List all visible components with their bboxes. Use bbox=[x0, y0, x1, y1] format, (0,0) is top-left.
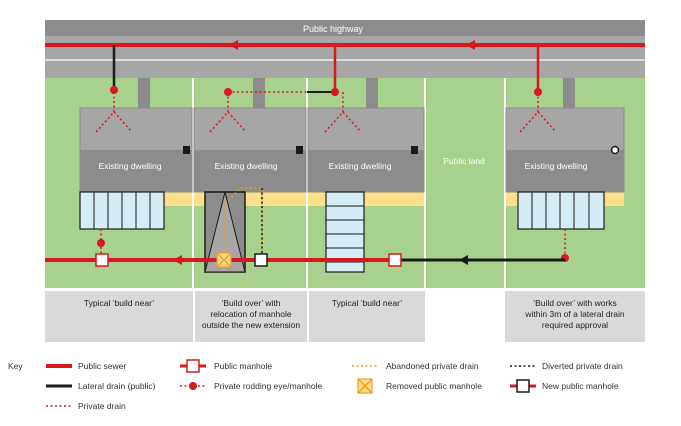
caption-3-line: Typical ‘build near’ bbox=[332, 298, 402, 308]
left-arrow-icon bbox=[229, 40, 238, 50]
caption-box-2 bbox=[195, 291, 307, 342]
manhole-icon bbox=[95, 253, 109, 267]
key-lateral-drain: Lateral drain (public) bbox=[78, 381, 156, 391]
key-rodding-eye: Private rodding eye/manhole bbox=[214, 381, 322, 391]
key-new-manhole: New public manhole bbox=[542, 381, 619, 391]
caption-box-4 bbox=[505, 291, 645, 342]
left-arrow-icon bbox=[459, 255, 468, 265]
caption-2-line: outside the new extension bbox=[202, 320, 301, 330]
rodding-eye-icon bbox=[110, 86, 118, 94]
key-public-manhole: Public manhole bbox=[214, 361, 272, 371]
left-arrow-icon bbox=[466, 40, 475, 50]
removed-manhole-icon bbox=[357, 378, 373, 394]
chimney bbox=[366, 78, 378, 108]
key-public-sewer: Public sewer bbox=[78, 361, 126, 371]
new-manhole-icon bbox=[254, 253, 268, 267]
manhole-icon bbox=[186, 359, 200, 373]
rodding-eye-icon bbox=[189, 382, 197, 390]
extension-1 bbox=[79, 191, 165, 230]
left-arrow-icon bbox=[173, 255, 182, 265]
caption-2-line: ‘Build over’ with bbox=[221, 298, 280, 308]
chimney bbox=[138, 78, 150, 108]
dwelling-3: Existing dwelling bbox=[307, 107, 425, 193]
highway-strip bbox=[45, 20, 645, 36]
dwelling-2: Existing dwelling bbox=[193, 107, 307, 193]
key-diverted-drain: Diverted private drain bbox=[542, 361, 623, 371]
dwelling-1: Existing dwelling bbox=[79, 107, 193, 193]
removed-manhole-icon bbox=[216, 252, 232, 268]
dwelling-label: Existing dwelling bbox=[215, 161, 278, 171]
dwelling-label: Existing dwelling bbox=[525, 161, 588, 171]
caption-box-1 bbox=[45, 291, 193, 342]
caption-box-3 bbox=[309, 291, 425, 342]
rodding-eye-icon bbox=[331, 88, 339, 96]
public-land-area bbox=[425, 78, 505, 288]
caption-4-line: within 3m of a lateral drain bbox=[524, 309, 624, 319]
key-abandoned-drain: Abandoned private drain bbox=[386, 361, 479, 371]
extension-4 bbox=[517, 191, 605, 230]
caption-2-line: relocation of manhole bbox=[210, 309, 292, 319]
highway-label: Public highway bbox=[303, 24, 364, 34]
patio bbox=[308, 192, 424, 206]
rodding-eye-icon bbox=[534, 88, 542, 96]
rodding-eye-icon bbox=[97, 239, 105, 247]
caption-4-line: ‘Build over’ with works bbox=[533, 298, 617, 308]
caption-4-line: required approval bbox=[542, 320, 608, 330]
key-private-drain: Private drain bbox=[78, 401, 126, 411]
new-manhole-icon bbox=[516, 379, 530, 393]
rodding-eye-icon bbox=[224, 88, 232, 96]
public-land-label: Public land bbox=[443, 156, 485, 166]
manhole-icon bbox=[388, 253, 402, 267]
chimney bbox=[253, 78, 265, 108]
key-removed-manhole: Removed public manhole bbox=[386, 381, 482, 391]
dwelling-4: Existing dwelling bbox=[505, 107, 625, 193]
dwelling-label: Existing dwelling bbox=[329, 161, 392, 171]
dwelling-label: Existing dwelling bbox=[99, 161, 162, 171]
caption-1-line: Typical ‘build near’ bbox=[84, 298, 154, 308]
chimney bbox=[563, 78, 575, 108]
key-title: Key bbox=[8, 361, 23, 371]
